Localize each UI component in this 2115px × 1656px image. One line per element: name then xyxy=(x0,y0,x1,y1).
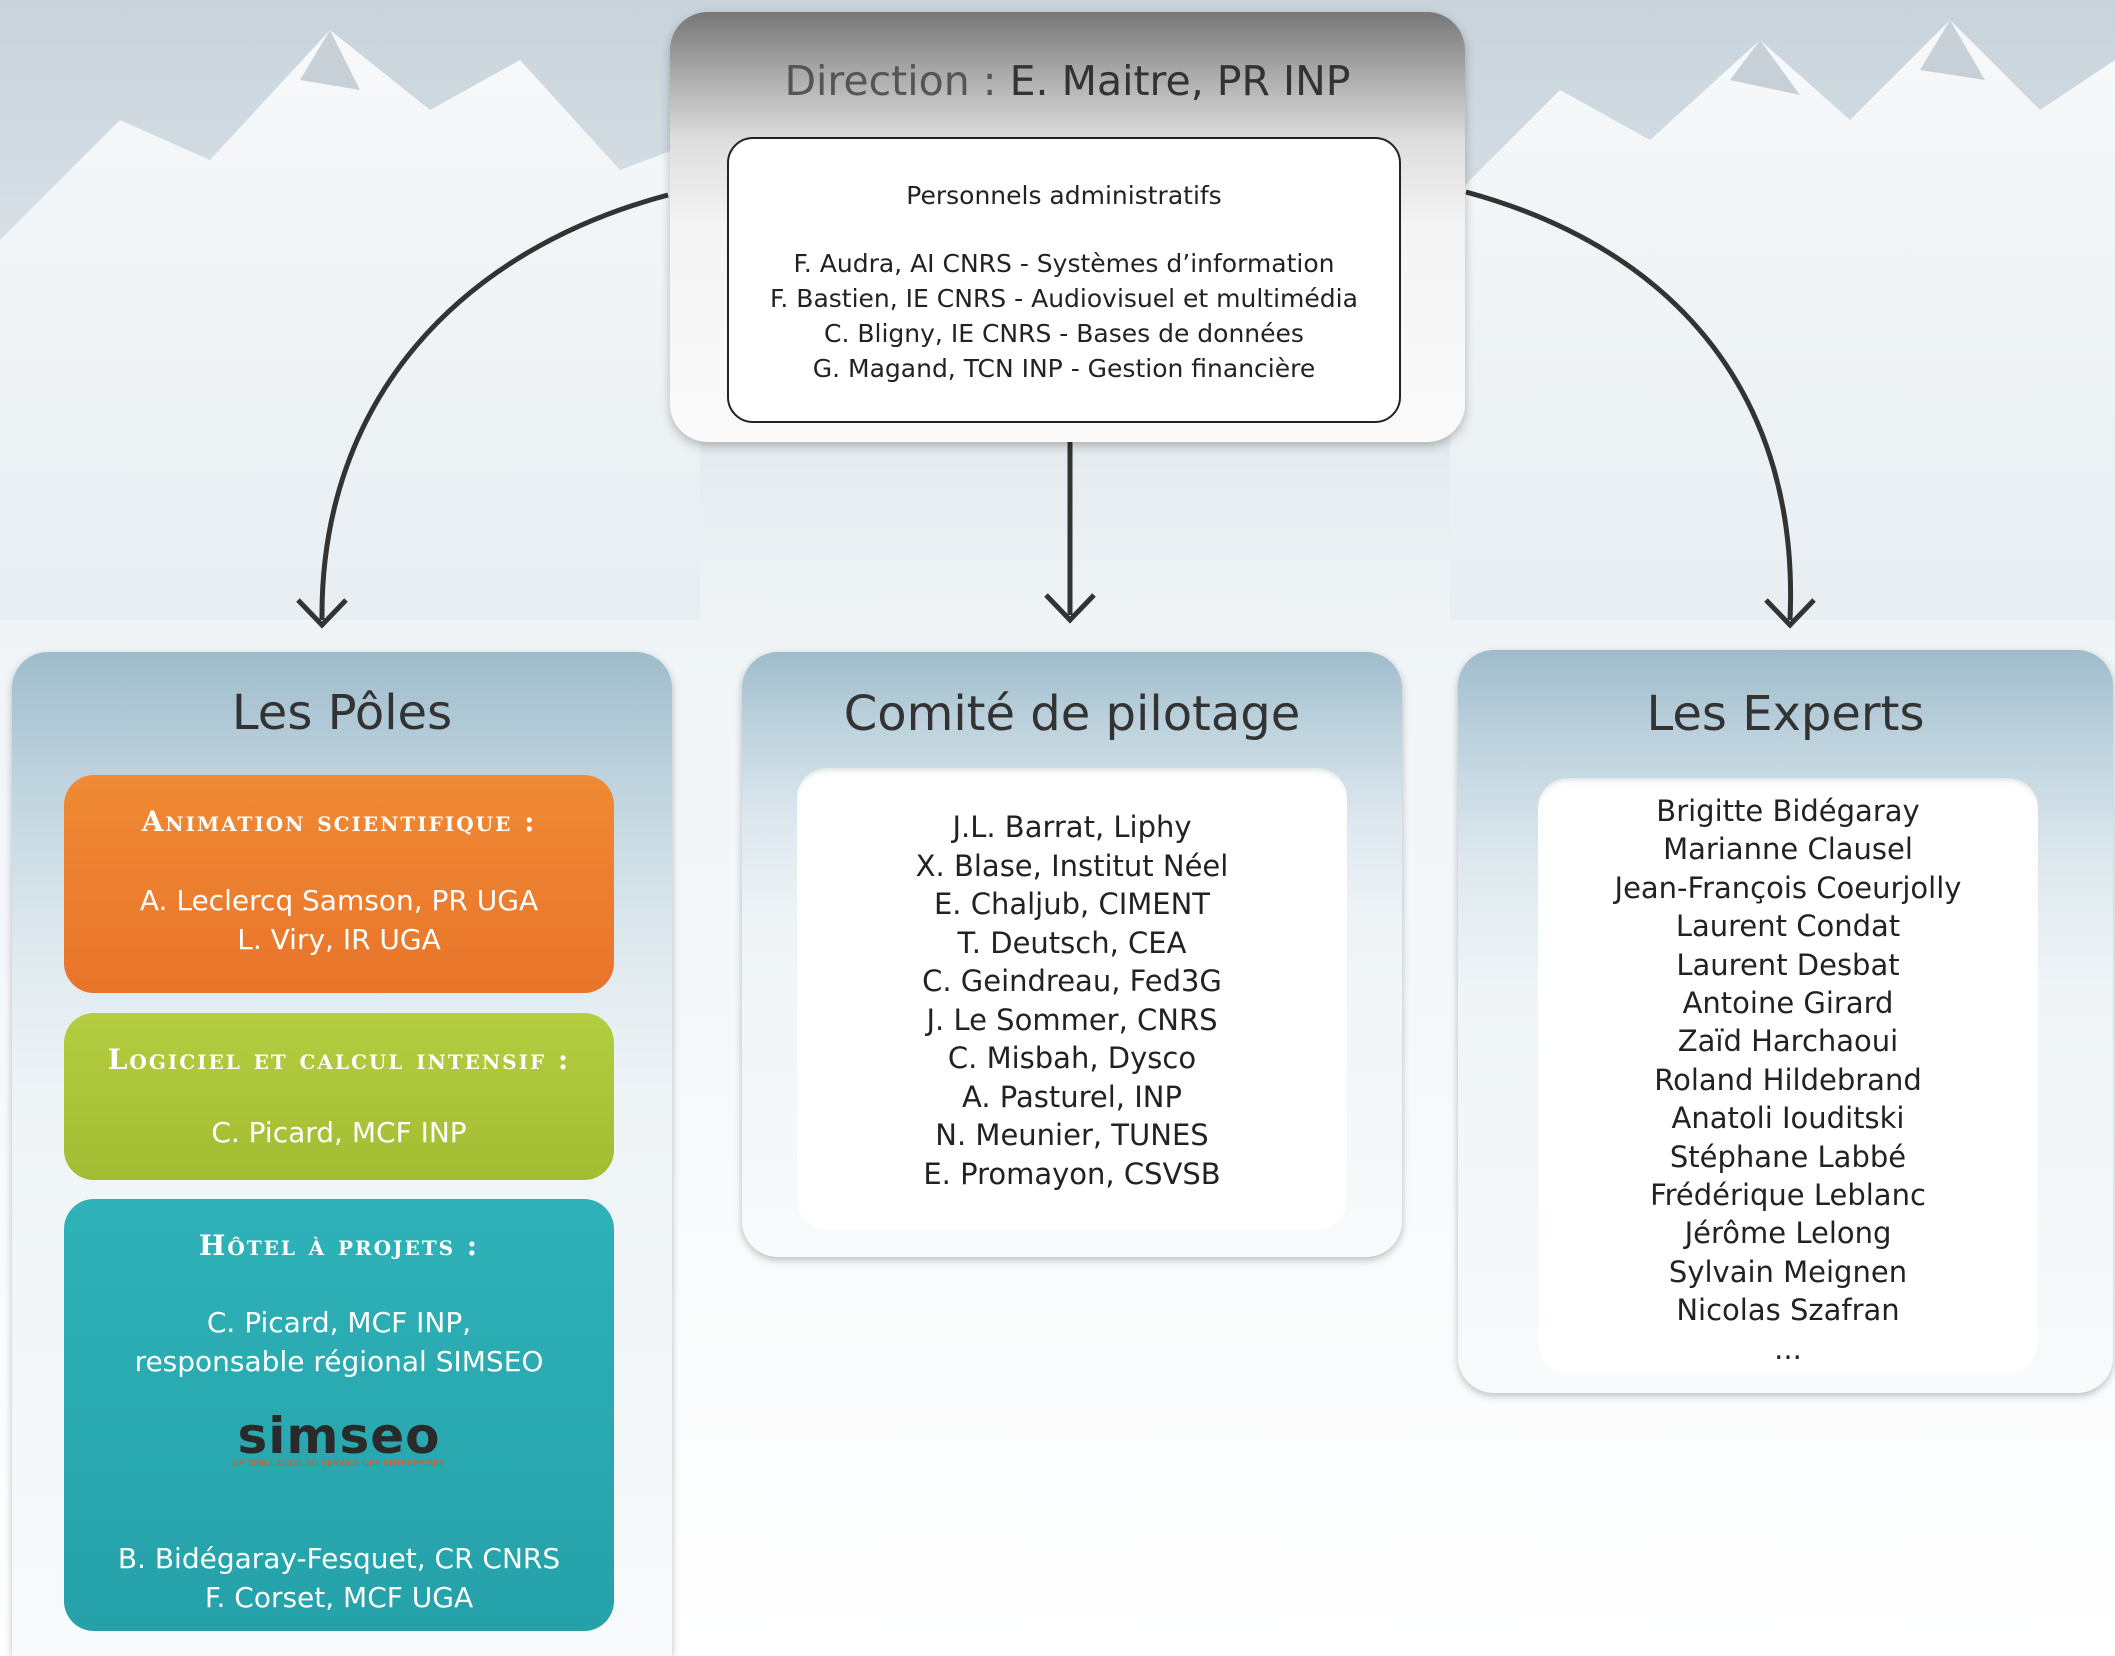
simseo-logo-word: simseo xyxy=(237,1407,441,1465)
comite-member: T. Deutsch, CEA xyxy=(957,925,1187,960)
comite-column: Comité de pilotage J.L. Barrat, Liphy X.… xyxy=(742,652,1402,1257)
experts-title: Les Experts xyxy=(1646,686,1925,742)
poles-title: Les Pôles xyxy=(231,685,453,741)
comite-list-box: J.L. Barrat, Liphy X. Blase, Institut Né… xyxy=(797,768,1347,1230)
expert-member: Stéphane Labbé xyxy=(1669,1139,1907,1174)
pole-hotel-members-bottom: B. Bidégaray-Fesquet, CR CNRS F. Corset,… xyxy=(64,1539,614,1617)
connector-arrows xyxy=(296,189,1816,629)
expert-member: Anatoli Iouditski xyxy=(1671,1101,1905,1136)
admin-staff-item: C. Bligny, IE CNRS - Bases de données xyxy=(824,319,1304,348)
comite-member: E. Chaljub, CIMENT xyxy=(933,887,1211,921)
pole-animation: Animation scientifique : A. Leclercq Sam… xyxy=(64,775,614,993)
simseo-logo-tagline: LA SIMULATION AU SERVICE DES ENTREPRISES xyxy=(233,1459,445,1469)
experts-column: Les Experts Brigitte Bidégaray Marianne … xyxy=(1458,650,2113,1393)
simseo-logo: simseo LA SIMULATION AU SERVICE DES ENTR… xyxy=(64,1407,614,1470)
pole-member: responsable régional SIMSEO xyxy=(134,1345,544,1378)
direction-box: Direction : E. Maitre, PR INP Personnels… xyxy=(670,12,1465,442)
pole-member: F. Corset, MCF UGA xyxy=(204,1581,474,1614)
expert-member: Jérôme Lelong xyxy=(1684,1216,1892,1251)
admin-staff-list: F. Audra, AI CNRS - Systèmes d’informati… xyxy=(729,246,1399,386)
expert-member: Antoine Girard xyxy=(1682,986,1894,1021)
expert-member: ... xyxy=(1774,1331,1802,1366)
admin-heading: Personnels administratifs xyxy=(906,181,1222,210)
pole-hotel-title: Hôtel à projets : xyxy=(198,1229,480,1262)
pole-member: C. Picard, MCF INP, xyxy=(206,1306,472,1339)
direction-label: Direction : xyxy=(784,57,997,105)
expert-member: Brigitte Bidégaray xyxy=(1656,794,1920,828)
director-name: E. Maitre, PR INP xyxy=(1009,57,1351,105)
comite-member-list: J.L. Barrat, Liphy X. Blase, Institut Né… xyxy=(797,808,1347,1193)
admin-staff-item: F. Bastien, IE CNRS - Audiovisuel et mul… xyxy=(770,284,1358,313)
pole-member: L. Viry, IR UGA xyxy=(237,923,441,956)
poles-column: Les Pôles Animation scientifique : A. Le… xyxy=(12,652,672,1656)
expert-member: Nicolas Szafran xyxy=(1676,1293,1900,1328)
arrow-to-poles xyxy=(319,192,669,621)
comite-member: C. Misbah, Dysco xyxy=(947,1041,1197,1075)
comite-member: N. Meunier, TUNES xyxy=(935,1118,1209,1152)
pole-animation-title: Animation scientifique : xyxy=(141,805,537,838)
pole-logiciel: Logiciel et calcul intensif : C. Picard,… xyxy=(64,1013,614,1180)
comite-member: J. Le Sommer, CNRS xyxy=(926,1002,1218,1037)
expert-member: Frédérique Leblanc xyxy=(1650,1178,1926,1213)
direction-title: Direction : E. Maitre, PR INP xyxy=(670,57,1465,105)
comite-member: C. Geindreau, Fed3G xyxy=(922,964,1222,998)
comite-member: E. Promayon, CSVSB xyxy=(923,1156,1221,1191)
comite-member: J.L. Barrat, Liphy xyxy=(952,810,1192,844)
pole-hotel-members-top: C. Picard, MCF INP, responsable régional… xyxy=(64,1303,614,1381)
expert-member: Laurent Condat xyxy=(1675,909,1901,944)
arrow-to-experts xyxy=(1465,189,1794,621)
comite-title: Comité de pilotage xyxy=(843,686,1301,742)
comite-member: A. Pasturel, INP xyxy=(962,1079,1182,1114)
expert-member: Zaïd Harchaoui xyxy=(1677,1024,1899,1059)
pole-logiciel-title: Logiciel et calcul intensif : xyxy=(107,1043,571,1076)
pole-hotel: Hôtel à projets : C. Picard, MCF INP, re… xyxy=(64,1199,614,1631)
experts-list-box: Brigitte Bidégaray Marianne Clausel Jean… xyxy=(1538,778,2038,1373)
pole-logiciel-members: C. Picard, MCF INP xyxy=(64,1113,614,1152)
expert-member: Laurent Desbat xyxy=(1676,947,1900,982)
comite-member: X. Blase, Institut Néel xyxy=(915,848,1229,883)
experts-member-list: Brigitte Bidégaray Marianne Clausel Jean… xyxy=(1538,792,2038,1368)
expert-member: Roland Hildebrand xyxy=(1654,1062,1922,1097)
admin-staff-box: Personnels administratifs F. Audra, AI C… xyxy=(727,137,1401,423)
pole-member: C. Picard, MCF INP xyxy=(211,1116,467,1149)
expert-member: Marianne Clausel xyxy=(1663,832,1913,867)
admin-staff-item: F. Audra, AI CNRS - Systèmes d’informati… xyxy=(793,249,1335,278)
expert-member: Jean-François Coeurjolly xyxy=(1614,870,1962,905)
pole-member: A. Leclercq Samson, PR UGA xyxy=(139,884,539,917)
admin-staff-item: G. Magand, TCN INP - Gestion financière xyxy=(812,354,1316,383)
expert-member: Sylvain Meignen xyxy=(1668,1254,1908,1289)
pole-animation-members: A. Leclercq Samson, PR UGA L. Viry, IR U… xyxy=(64,881,614,959)
pole-member: B. Bidégaray-Fesquet, CR CNRS xyxy=(117,1542,561,1575)
